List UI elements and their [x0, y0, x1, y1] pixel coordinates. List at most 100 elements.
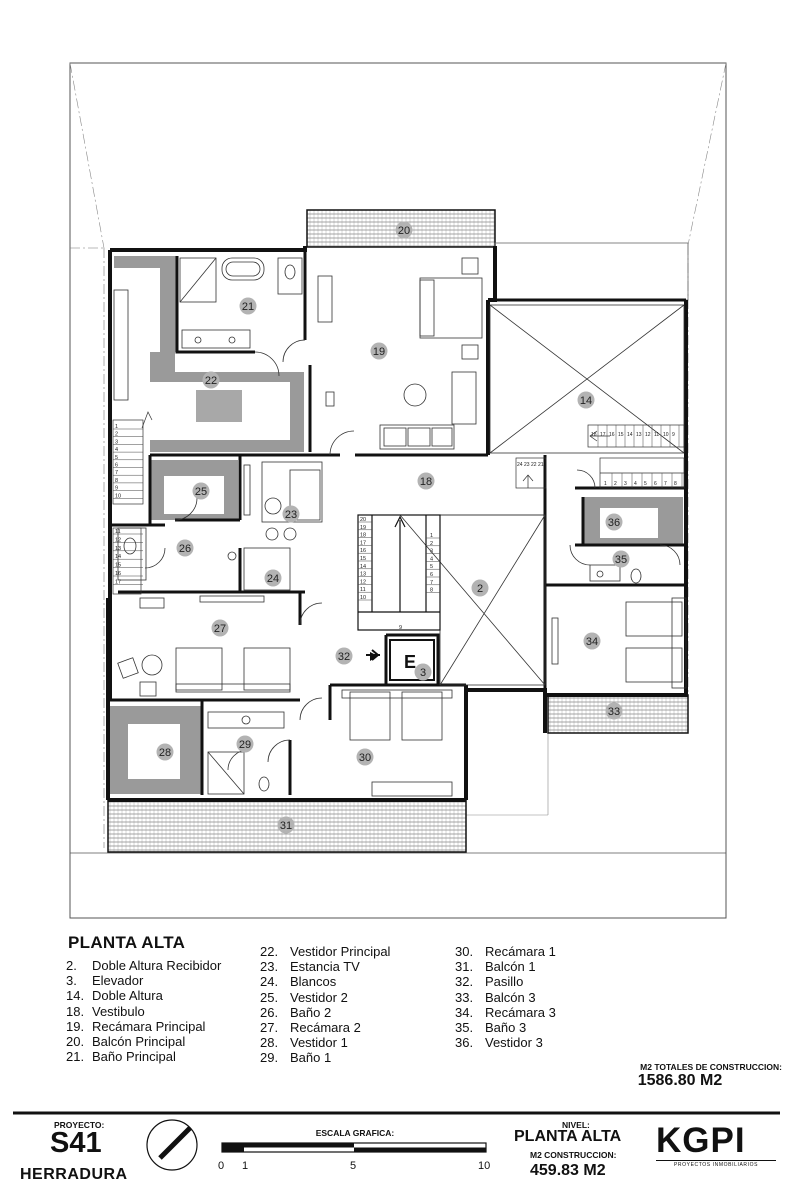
stair-step-number: 9: [399, 625, 402, 631]
legend-item-name: Recámara Principal: [92, 1018, 206, 1034]
legend-item: 32.Pasillo: [455, 974, 556, 989]
legend-item: 21.Baño Principal: [66, 1049, 221, 1064]
construction-value: 459.83 M2: [530, 1162, 606, 1179]
stair-step-number: 1: [430, 533, 433, 539]
room-badge-number: 20: [398, 225, 410, 237]
legend-item-number: 28.: [260, 1035, 279, 1051]
room-badge: 23: [282, 505, 300, 523]
totals-value: 1586.80 M2: [637, 1072, 723, 1089]
stair-step-number: 2: [115, 432, 118, 438]
stair-step-number: 5: [115, 455, 118, 461]
legend-item: 31.Balcón 1: [455, 959, 556, 974]
roof-diagonal-left: [69, 62, 105, 249]
stair-step-number: 11: [654, 432, 659, 438]
void-2: [399, 514, 546, 686]
legend-item: 18.Vestibulo: [66, 1004, 221, 1019]
legend-item: 25. Vestidor 2: [260, 990, 390, 1005]
stair-main: [357, 514, 441, 661]
room-badge-circle: [277, 816, 295, 834]
void-14: [489, 304, 685, 454]
roof-diagonal-right: [687, 62, 727, 246]
room-badge-circle: [370, 342, 388, 360]
room-badge: 3: [414, 663, 432, 681]
room-badge-circle: [395, 221, 413, 239]
legend-item-name: Vestidor 2: [290, 989, 348, 1005]
legend-item: 36.Vestidor 3: [455, 1035, 556, 1050]
room-badge-number: 29: [239, 739, 251, 751]
stair-step-number: 20: [360, 517, 366, 523]
room-badge-number: 24: [267, 573, 279, 585]
exterior-walls: [106, 246, 688, 802]
room-badge-number: 28: [159, 747, 171, 759]
legend-item: 34.Recámara 3: [455, 1005, 556, 1020]
stair-step-number: 22: [531, 462, 537, 468]
room-badge: 29: [236, 735, 254, 753]
room-badge-number: 32: [338, 651, 350, 663]
stair-step-number: 2: [430, 541, 433, 547]
room-badge: 18: [417, 472, 435, 490]
room-badge-number: 30: [359, 752, 371, 764]
stair-step-number: 8: [674, 481, 677, 487]
legend-item: 2.Doble Altura Recibidor: [66, 958, 221, 973]
legend-item-number: 25.: [260, 989, 279, 1005]
room-badge: 20: [395, 221, 413, 239]
brand-logo: KGPI: [656, 1121, 746, 1160]
stair-step-number: 8: [115, 478, 118, 484]
legend-item-number: 33.: [455, 989, 474, 1005]
legend-item-number: 19.: [66, 1018, 85, 1034]
room-badge-circle: [239, 297, 257, 315]
stair-step-number: 6: [115, 463, 118, 469]
stair-step-number: 15: [115, 563, 121, 569]
room-badge-circle: [211, 619, 229, 637]
legend-item-number: 26.: [260, 1004, 279, 1020]
room-badges: 2314181920212223242526272829303132333435…: [156, 221, 630, 834]
legend-item-name: Elevador: [92, 973, 144, 989]
stair-step-number: 14: [360, 564, 366, 570]
room-badge: 14: [577, 391, 595, 409]
room-badge: 26: [176, 539, 194, 557]
room-badge-number: 3: [420, 667, 426, 679]
legend-item-name: Balcón Principal: [92, 1034, 186, 1050]
island-22: [196, 390, 242, 422]
room-badge-circle: [605, 702, 623, 720]
legend-item-name: Recámara 1: [485, 944, 556, 959]
legend-item: 24.Blancos: [260, 974, 390, 989]
legend-item-name: Recámara 2: [290, 1020, 361, 1036]
legend-item-name: Baño Principal: [92, 1049, 176, 1065]
lot-boundary: [69, 62, 727, 919]
room-badge-circle: [583, 632, 601, 650]
room-badge-number: 22: [205, 375, 217, 387]
room-badge-circle: [417, 472, 435, 490]
legend-item-number: 29.: [260, 1050, 279, 1066]
legend-item-name: Vestidor 1: [290, 1035, 348, 1051]
room-badge-number: 26: [179, 543, 191, 555]
stair-step-number: 7: [664, 481, 667, 487]
stair-step-number: 6: [430, 572, 433, 578]
stair-step-number: 7: [115, 470, 118, 476]
room-badge: 2: [471, 579, 489, 597]
room-badge-circle: [156, 743, 174, 761]
stair-step-number: 11: [360, 587, 366, 593]
room-badge: 25: [192, 482, 210, 500]
room-badge-circle: [414, 663, 432, 681]
room-badge-number: 34: [586, 636, 598, 648]
stair-step-number: 17: [115, 579, 121, 585]
legend-item-number: 23.: [260, 959, 279, 975]
legend-item: 23.Estancia TV: [260, 959, 390, 974]
north-arrow-icon: [146, 1119, 198, 1171]
room-badge-circle: [236, 735, 254, 753]
project-label: PROYECTO:: [54, 1120, 105, 1130]
stair-step-number: 15: [618, 432, 624, 438]
room-badge: 32: [335, 647, 353, 665]
furniture-lines: [113, 257, 687, 797]
legend-item: 27.Recámara 2: [260, 1020, 390, 1035]
room-badge-number: 2: [477, 583, 483, 595]
stair-step-number: 4: [634, 481, 637, 487]
room-badge: 24: [264, 569, 282, 587]
stair-step-number: 21: [538, 462, 544, 468]
